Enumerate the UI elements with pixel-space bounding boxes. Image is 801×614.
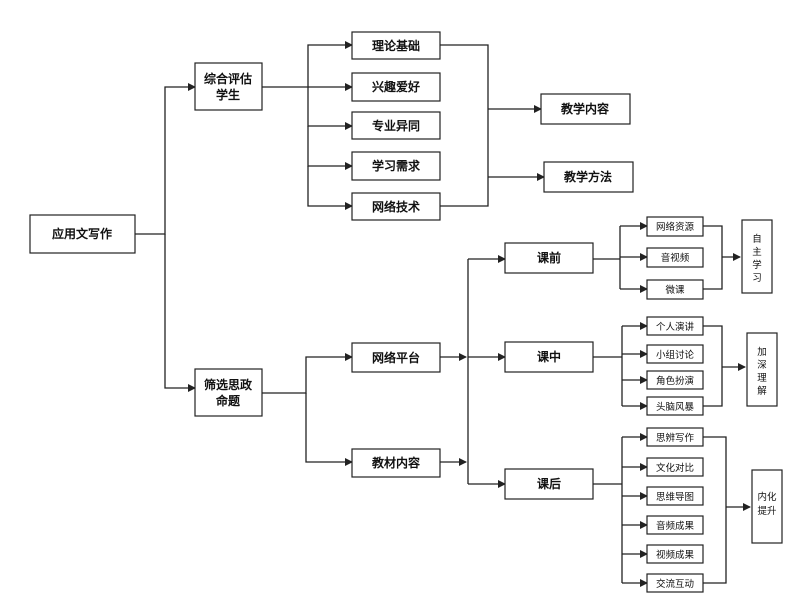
node-major: 专业异同 [351, 111, 441, 140]
svg-text:主: 主 [752, 246, 762, 258]
svg-text:交流互动: 交流互动 [656, 578, 694, 590]
svg-text:加: 加 [757, 347, 767, 358]
svg-text:命题: 命题 [215, 393, 241, 408]
svg-text:自: 自 [752, 233, 762, 245]
svg-text:思维导图: 思维导图 [656, 491, 694, 503]
node-theory: 理论基础 [351, 31, 441, 60]
svg-text:课后: 课后 [537, 476, 561, 491]
svg-text:视频成果: 视频成果 [656, 549, 695, 561]
svg-text:深: 深 [757, 360, 767, 371]
svg-text:思辨写作: 思辨写作 [656, 432, 695, 444]
node-micro-lesson: 微课 [646, 279, 704, 300]
svg-text:教材内容: 教材内容 [371, 455, 420, 470]
svg-text:课中: 课中 [537, 349, 561, 364]
svg-text:网络技术: 网络技术 [372, 199, 420, 214]
node-before-class: 课前 [504, 242, 594, 274]
svg-text:角色扮演: 角色扮演 [656, 375, 694, 387]
svg-text:筛选思政: 筛选思政 [204, 377, 253, 392]
svg-text:内化: 内化 [757, 491, 777, 503]
node-audio-video: 音视频 [646, 247, 704, 268]
node-evaluate-students: 综合评估 学生 [194, 62, 263, 111]
node-mind-map: 思维导图 [646, 486, 704, 506]
node-interest: 兴趣爱好 [351, 72, 441, 102]
node-interaction: 交流互动 [646, 573, 704, 593]
svg-text:学生: 学生 [216, 87, 240, 102]
node-group-discussion: 小组讨论 [646, 344, 704, 364]
svg-text:学习需求: 学习需求 [372, 158, 421, 173]
svg-text:专业异同: 专业异同 [372, 118, 420, 133]
node-select-topics: 筛选思政 命题 [194, 368, 263, 417]
svg-text:教学方法: 教学方法 [563, 169, 612, 184]
node-speech: 个人演讲 [646, 316, 704, 336]
node-deepen-understanding: 加 深 理 解 [746, 332, 778, 407]
node-audio-output: 音频成果 [646, 515, 704, 535]
node-teaching-content: 教学内容 [540, 93, 631, 125]
svg-text:文化对比: 文化对比 [656, 462, 694, 474]
connector-lines [135, 41, 751, 587]
svg-text:音视频: 音视频 [661, 252, 690, 264]
node-internalize: 内化 提升 [751, 469, 783, 544]
node-needs: 学习需求 [351, 151, 441, 181]
node-culture-compare: 文化对比 [646, 457, 704, 477]
svg-text:学: 学 [752, 259, 762, 271]
svg-text:解: 解 [757, 385, 767, 397]
svg-text:提升: 提升 [757, 505, 777, 517]
node-after-class: 课后 [504, 468, 594, 500]
svg-text:网络资源: 网络资源 [656, 221, 695, 233]
node-in-class: 课中 [504, 341, 594, 373]
node-textbook: 教材内容 [351, 448, 441, 478]
node-video-output: 视频成果 [646, 544, 704, 564]
svg-text:应用文写作: 应用文写作 [52, 226, 112, 241]
svg-text:网络平台: 网络平台 [372, 350, 420, 365]
svg-text:习: 习 [752, 273, 762, 284]
node-brainstorm: 头脑风暴 [646, 396, 704, 416]
svg-text:兴趣爱好: 兴趣爱好 [372, 79, 420, 94]
node-online-resources: 网络资源 [646, 216, 704, 237]
node-tech: 网络技术 [351, 192, 441, 221]
node-platform: 网络平台 [351, 342, 441, 373]
node-root: 应用文写作 [29, 214, 136, 254]
svg-text:微课: 微课 [665, 284, 685, 296]
svg-text:理论基础: 理论基础 [372, 38, 420, 53]
node-teaching-method: 教学方法 [543, 161, 634, 193]
node-critical-writing: 思辨写作 [646, 427, 704, 447]
svg-text:头脑风暴: 头脑风暴 [656, 401, 695, 413]
svg-text:综合评估: 综合评估 [204, 71, 252, 86]
svg-text:音频成果: 音频成果 [656, 520, 695, 532]
svg-text:教学内容: 教学内容 [560, 101, 609, 116]
svg-text:课前: 课前 [537, 250, 561, 265]
svg-text:理: 理 [757, 373, 767, 384]
svg-text:个人演讲: 个人演讲 [656, 321, 695, 333]
node-role-play: 角色扮演 [646, 370, 704, 390]
svg-text:小组讨论: 小组讨论 [656, 349, 695, 361]
node-self-study: 自 主 学 习 [741, 219, 773, 294]
